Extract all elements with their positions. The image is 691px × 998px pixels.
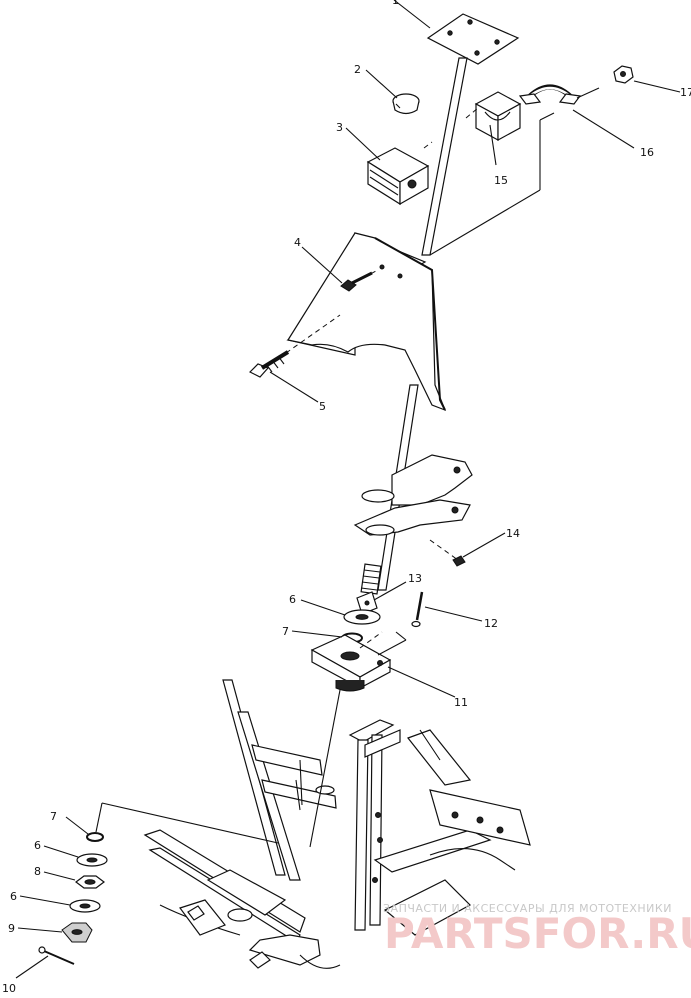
washer-6-upper (343, 609, 381, 625)
callout-5: 5 (319, 400, 326, 413)
callout-3: 3 (336, 121, 343, 134)
callout-2: 2 (354, 63, 361, 76)
lower-washer-6b (69, 899, 101, 913)
leader-lines (15, 0, 681, 979)
callout-1: 1 (392, 0, 399, 7)
callout-9: 9 (8, 922, 15, 935)
cap-part (392, 93, 420, 115)
bolt-long (248, 350, 290, 378)
mid-plates (353, 454, 473, 536)
callout-16: 16 (640, 146, 654, 159)
callout-4: 4 (294, 236, 301, 249)
vehicle-frame (143, 679, 531, 969)
bolt-12 (411, 591, 424, 628)
bushing-block (366, 147, 430, 206)
callout-13: 13 (408, 572, 422, 585)
lower-nut-8 (75, 875, 105, 889)
callout-6-lower-a: 6 (34, 839, 41, 852)
callout-10: 10 (2, 982, 16, 993)
spring-section (360, 563, 382, 595)
support-bracket (286, 232, 447, 412)
callout-8: 8 (34, 865, 41, 878)
callout-14: 14 (506, 527, 520, 540)
lower-oring-7 (86, 832, 104, 842)
callout-15: 15 (494, 174, 508, 187)
watermark-subtitle: ЗАПЧАСТИ И АКСЕССУАРЫ ДЛЯ МОТОТЕХНИКИ (383, 902, 672, 915)
lower-washer-6a (76, 853, 108, 867)
callout-6-upper: 6 (289, 593, 296, 606)
lower-castle-nut-9 (61, 922, 93, 943)
lower-cotter-10 (38, 946, 75, 965)
callout-6-lower-b: 6 (10, 890, 17, 903)
handlebar-plate (426, 13, 520, 65)
bearing-block (310, 634, 392, 692)
clamp-bracket (474, 91, 522, 142)
callout-12: 12 (484, 617, 498, 630)
callout-11: 11 (454, 696, 468, 709)
bolt-14 (429, 539, 466, 567)
callout-7-lower: 7 (50, 810, 57, 823)
cotter-pin-13 (356, 591, 378, 615)
watermark: ЗАПЧАСТИ И АКСЕССУАРЫ ДЛЯ МОТОТЕХНИКИ PA… (383, 902, 691, 958)
callout-17: 17 (680, 86, 691, 99)
u-clamp (518, 84, 582, 105)
watermark-brand: PARTSFOR.RU (384, 909, 691, 958)
nut (613, 65, 634, 84)
callout-7-upper: 7 (282, 625, 289, 638)
